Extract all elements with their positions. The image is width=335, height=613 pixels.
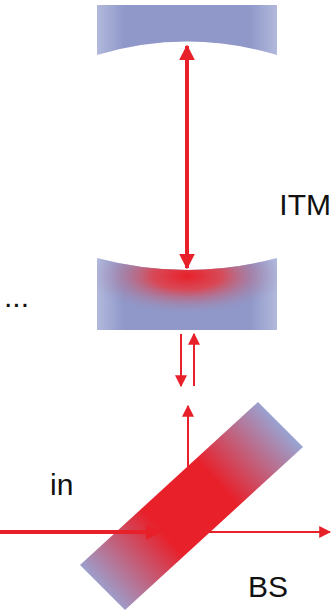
input-test-mass xyxy=(97,258,277,330)
cavity-beam xyxy=(185,46,189,268)
output-beam xyxy=(190,531,330,533)
transmitted-beam xyxy=(193,334,195,386)
reflected-beam xyxy=(180,334,182,386)
itm-beam-spot xyxy=(97,258,277,330)
input-beam xyxy=(0,530,160,534)
beam-splitter xyxy=(80,402,303,610)
continuation-mark: ... xyxy=(4,282,29,312)
part-label: ITM xyxy=(279,190,331,220)
port-label: in xyxy=(50,470,73,500)
part-label: BS xyxy=(248,572,288,602)
beam-to-itm xyxy=(187,406,189,505)
